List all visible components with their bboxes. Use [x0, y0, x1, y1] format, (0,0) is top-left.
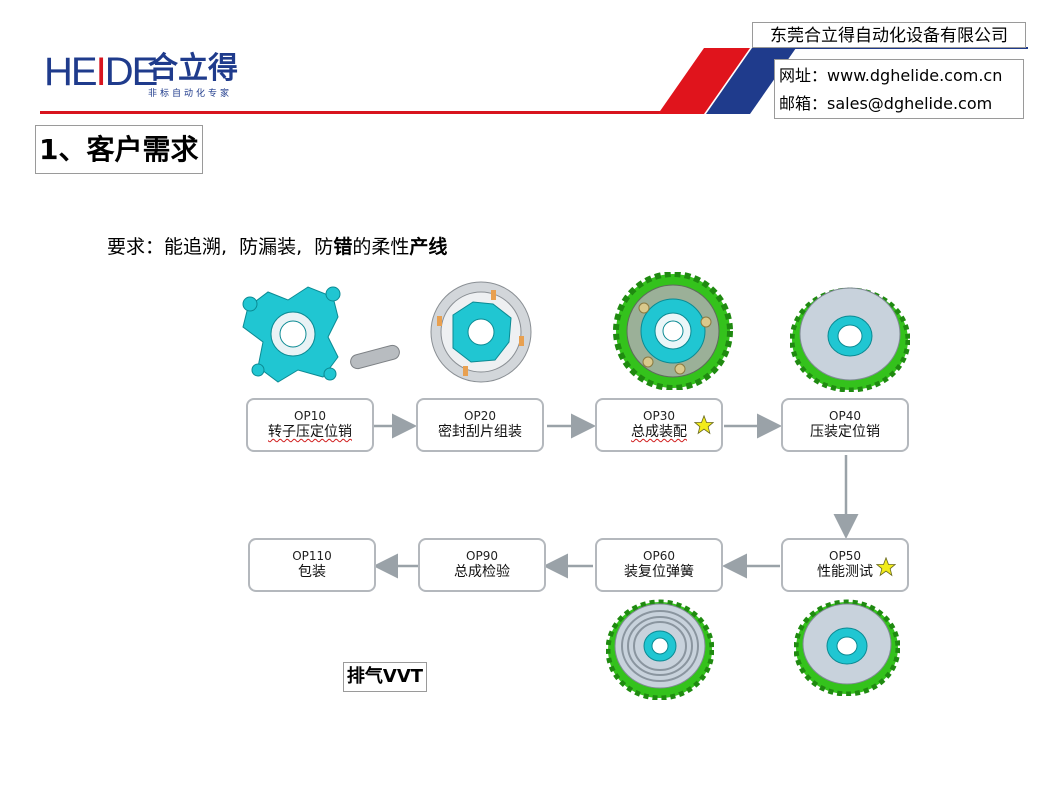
section-title: 1、客户需求: [35, 125, 204, 174]
logo-tagline: 非标自动化专家: [148, 89, 233, 99]
email-link[interactable]: sales@dghelide.com: [827, 94, 993, 113]
step-name: 总成装配: [631, 424, 687, 440]
requirement-text: 要求：能追溯, 防漏装, 防错的柔性产线: [107, 233, 447, 261]
logo-latin-text: HEIDE: [44, 50, 158, 94]
process-step-op40: OP40 压装定位销: [781, 398, 909, 452]
star-icon: [876, 557, 896, 577]
total-assembly-image: [613, 272, 733, 390]
process-step-op10: OP10 转子压定位销: [246, 398, 374, 452]
company-logo: HEIDE 合立得 非标自动化专家: [44, 50, 254, 99]
process-step-op20: OP20 密封刮片组装: [416, 398, 544, 452]
contact-box: 网址：www.dghelide.com.cn 邮箱：sales@dghelide…: [774, 59, 1024, 119]
website-line: 网址：www.dghelide.com.cn: [779, 62, 1023, 90]
process-step-op90: OP90 总成检验: [418, 538, 546, 592]
company-name: 东莞合立得自动化设备有限公司: [752, 22, 1026, 48]
website-link[interactable]: www.dghelide.com.cn: [827, 66, 1003, 85]
requirement-prefix: 要求：: [107, 236, 165, 258]
process-step-op30: OP30 总成装配: [595, 398, 723, 452]
step-name: 性能测试: [817, 564, 873, 580]
requirement-flexible: 的柔性: [352, 236, 410, 258]
email-label: 邮箱：: [779, 94, 828, 113]
company-underline: [752, 47, 1028, 49]
product-label: 排气VVT: [343, 662, 427, 692]
step-name: 总成检验: [454, 564, 510, 580]
step-code: OP110: [292, 549, 332, 563]
performance-test-image: [794, 599, 900, 696]
header-red-line: [40, 111, 660, 114]
step-code: OP60: [643, 549, 675, 563]
step-name: 密封刮片组装: [438, 424, 522, 440]
step-code: OP50: [829, 549, 861, 563]
star-icon: [694, 415, 714, 435]
process-step-op60: OP60 装复位弹簧: [595, 538, 723, 592]
rotor-part-image: [242, 286, 400, 383]
email-line: 邮箱：sales@dghelide.com: [779, 90, 1023, 118]
step-name: 转子压定位销: [268, 424, 352, 440]
header-stripes-decoration: [658, 48, 796, 114]
process-step-op110: OP110 包装: [248, 538, 376, 592]
requirement-no-missing: 防漏装,: [239, 236, 303, 258]
step-name: 压装定位销: [810, 424, 880, 440]
step-code: OP20: [464, 409, 496, 423]
website-label: 网址：: [779, 66, 828, 85]
step-code: OP10: [294, 409, 326, 423]
step-code: OP40: [829, 409, 861, 423]
step-name: 装复位弹簧: [624, 564, 694, 580]
spring-assembly-image: [606, 599, 714, 700]
pin-press-image: [790, 287, 910, 392]
requirement-error: 错: [333, 236, 353, 258]
seal-assembly-image: [430, 281, 532, 383]
step-name: 包装: [298, 564, 326, 580]
process-step-op50: OP50 性能测试: [781, 538, 909, 592]
step-code: OP90: [466, 549, 498, 563]
requirement-line: 产线: [409, 236, 448, 258]
requirement-traceable: 能追溯,: [164, 236, 228, 258]
step-code: OP30: [643, 409, 675, 423]
requirement-prevent: 防: [314, 236, 334, 258]
logo-chinese-text: 合立得: [148, 51, 238, 86]
